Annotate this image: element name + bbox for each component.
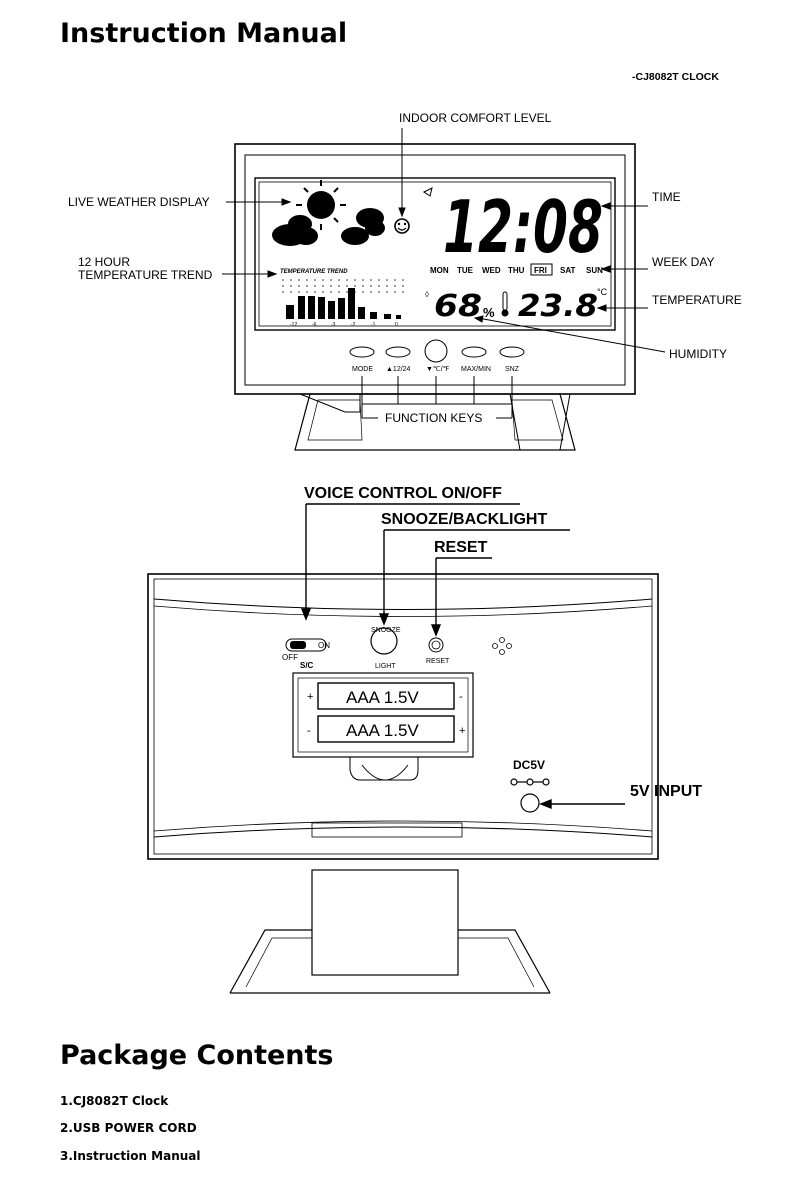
snooze-light-button[interactable] <box>370 627 398 655</box>
callout-trend-line2: TEMPERATURE TREND <box>78 268 213 282</box>
leader-humidity <box>473 315 666 353</box>
alarm-bell-icon <box>423 187 433 197</box>
callout-live-weather: LIVE WEATHER DISPLAY <box>68 195 210 209</box>
reset-button[interactable] <box>428 637 444 653</box>
front-clock-diagram: 12:08 MON TUE WED THU FRI SAT SUN TEMPER… <box>68 111 742 451</box>
callout-trend-line1: 12 HOUR <box>78 255 130 269</box>
key-max-min: MAX/MIN <box>461 366 491 373</box>
key-snz: SNZ <box>505 366 520 373</box>
battery-2-label: AAA 1.5V <box>346 721 419 740</box>
trend-axis: -12 -6 -3 -2 -1 0 <box>290 322 398 328</box>
callout-function-keys: FUNCTION KEYS <box>385 411 482 425</box>
svg-text:-: - <box>307 725 311 737</box>
key-12-24: ▲12/24 <box>386 366 411 373</box>
callout-temperature: TEMPERATURE <box>652 293 742 307</box>
snooze-label-bottom: LIGHT <box>375 663 396 670</box>
voice-control-switch[interactable] <box>285 638 327 652</box>
svg-text:-12: -12 <box>290 322 297 328</box>
page-title: Instruction Manual <box>60 18 348 49</box>
weekday-sun: SUN <box>586 266 603 275</box>
up-12-24-button <box>385 346 411 358</box>
callout-time: TIME <box>652 190 681 204</box>
function-keys-leader <box>361 376 513 419</box>
weekday-tue: TUE <box>457 266 474 275</box>
speaker-grille-icon <box>492 637 512 655</box>
front-buttons[interactable] <box>349 339 525 363</box>
battery-2 <box>317 715 455 743</box>
lcd-humidity: 68 <box>434 289 482 324</box>
lcd-temperature-unit: °C <box>597 287 608 297</box>
svg-text:-6: -6 <box>312 322 317 328</box>
callout-week-day: WEEK DAY <box>652 255 714 269</box>
active-weekday-box <box>530 263 553 276</box>
snz-button <box>499 346 525 358</box>
svg-text:-3: -3 <box>331 322 336 328</box>
svg-text:0: 0 <box>395 322 398 328</box>
lcd-weekdays: MON TUE WED THU FRI SAT SUN <box>430 263 603 276</box>
svg-text:-: - <box>459 691 463 703</box>
key-temp-unit: ▼℃/℉ <box>426 366 450 373</box>
callout-indoor-comfort: INDOOR COMFORT LEVEL <box>399 111 552 125</box>
package-item-1: 1.CJ8082T Clock <box>60 1094 169 1108</box>
weather-display-icons <box>272 180 433 246</box>
callout-humidity: HUMIDITY <box>669 347 727 361</box>
weekday-thu: THU <box>508 266 525 275</box>
back-clock-diagram: VOICE CONTROL ON/OFF SNOOZE/BACKLIGHT RE… <box>147 485 702 994</box>
dc-polarity-icon <box>510 778 550 786</box>
package-item-3: 3.Instruction Manual <box>60 1149 201 1163</box>
sun-icon <box>307 191 335 219</box>
lcd-temperature: 23.8 <box>518 289 598 324</box>
svg-text:+: + <box>307 691 313 703</box>
battery-compartment <box>292 672 474 781</box>
switch-on-label: ON <box>318 641 330 650</box>
back-leaders <box>300 503 625 810</box>
svg-text:-1: -1 <box>371 322 376 328</box>
key-mode: MODE <box>352 366 373 373</box>
weekday-wed: WED <box>482 266 501 275</box>
callout-reset: RESET <box>434 539 488 556</box>
trend-gridlines <box>282 279 410 293</box>
weekday-sat: SAT <box>560 266 576 275</box>
model-label: -CJ8082T CLOCK <box>632 71 719 83</box>
snooze-label-top: SNOOZE <box>371 627 401 634</box>
leader-indoor-comfort <box>398 128 406 218</box>
switch-off-label: OFF <box>282 653 298 662</box>
callout-voice-control: VOICE CONTROL ON/OFF <box>304 485 502 502</box>
dc-input-jack[interactable] <box>520 793 540 813</box>
temperature-trend-chart: TEMPERATURE TREND -12 -6 -3 -2 -1 0 <box>280 269 410 328</box>
leader-temperature <box>596 304 648 312</box>
callout-5v-input: 5V INPUT <box>630 783 702 800</box>
leader-time <box>600 202 648 210</box>
trend-label: TEMPERATURE TREND <box>280 269 348 275</box>
cloud-icon-right <box>341 208 385 245</box>
leader-live-weather <box>226 198 292 206</box>
dc-label: DC5V <box>513 758 545 772</box>
lcd-humidity-unit: % <box>483 305 495 320</box>
svg-text:-2: -2 <box>351 322 356 328</box>
comfort-smiley-icon <box>394 218 410 234</box>
reset-label: RESET <box>426 658 450 665</box>
back-housing <box>147 573 659 994</box>
weekday-fri: FRI <box>534 266 547 275</box>
humidity-drop-icon: ◊ <box>425 290 429 299</box>
trend-bars <box>286 288 401 319</box>
max-min-button <box>461 346 487 358</box>
battery-1 <box>317 682 455 710</box>
callout-snooze-backlight: SNOOZE/BACKLIGHT <box>381 511 547 528</box>
cloud-icon-left <box>272 215 318 246</box>
temp-unit-button <box>424 339 448 363</box>
package-heading: Package Contents <box>60 1040 334 1071</box>
lcd-time: 12:08 <box>443 185 603 269</box>
svg-text:+: + <box>459 725 465 737</box>
thermometer-icon <box>501 291 509 317</box>
front-key-labels: MODE ▲12/24 ▼℃/℉ MAX/MIN SNZ <box>352 366 520 373</box>
leader-trend <box>222 270 278 278</box>
weekday-mon: MON <box>430 266 449 275</box>
leader-week-day <box>600 265 648 273</box>
battery-1-label: AAA 1.5V <box>346 688 419 707</box>
package-item-2: 2.USB POWER CORD <box>60 1121 197 1135</box>
mode-button <box>349 346 375 358</box>
switch-sc-label: S/C <box>300 661 314 670</box>
